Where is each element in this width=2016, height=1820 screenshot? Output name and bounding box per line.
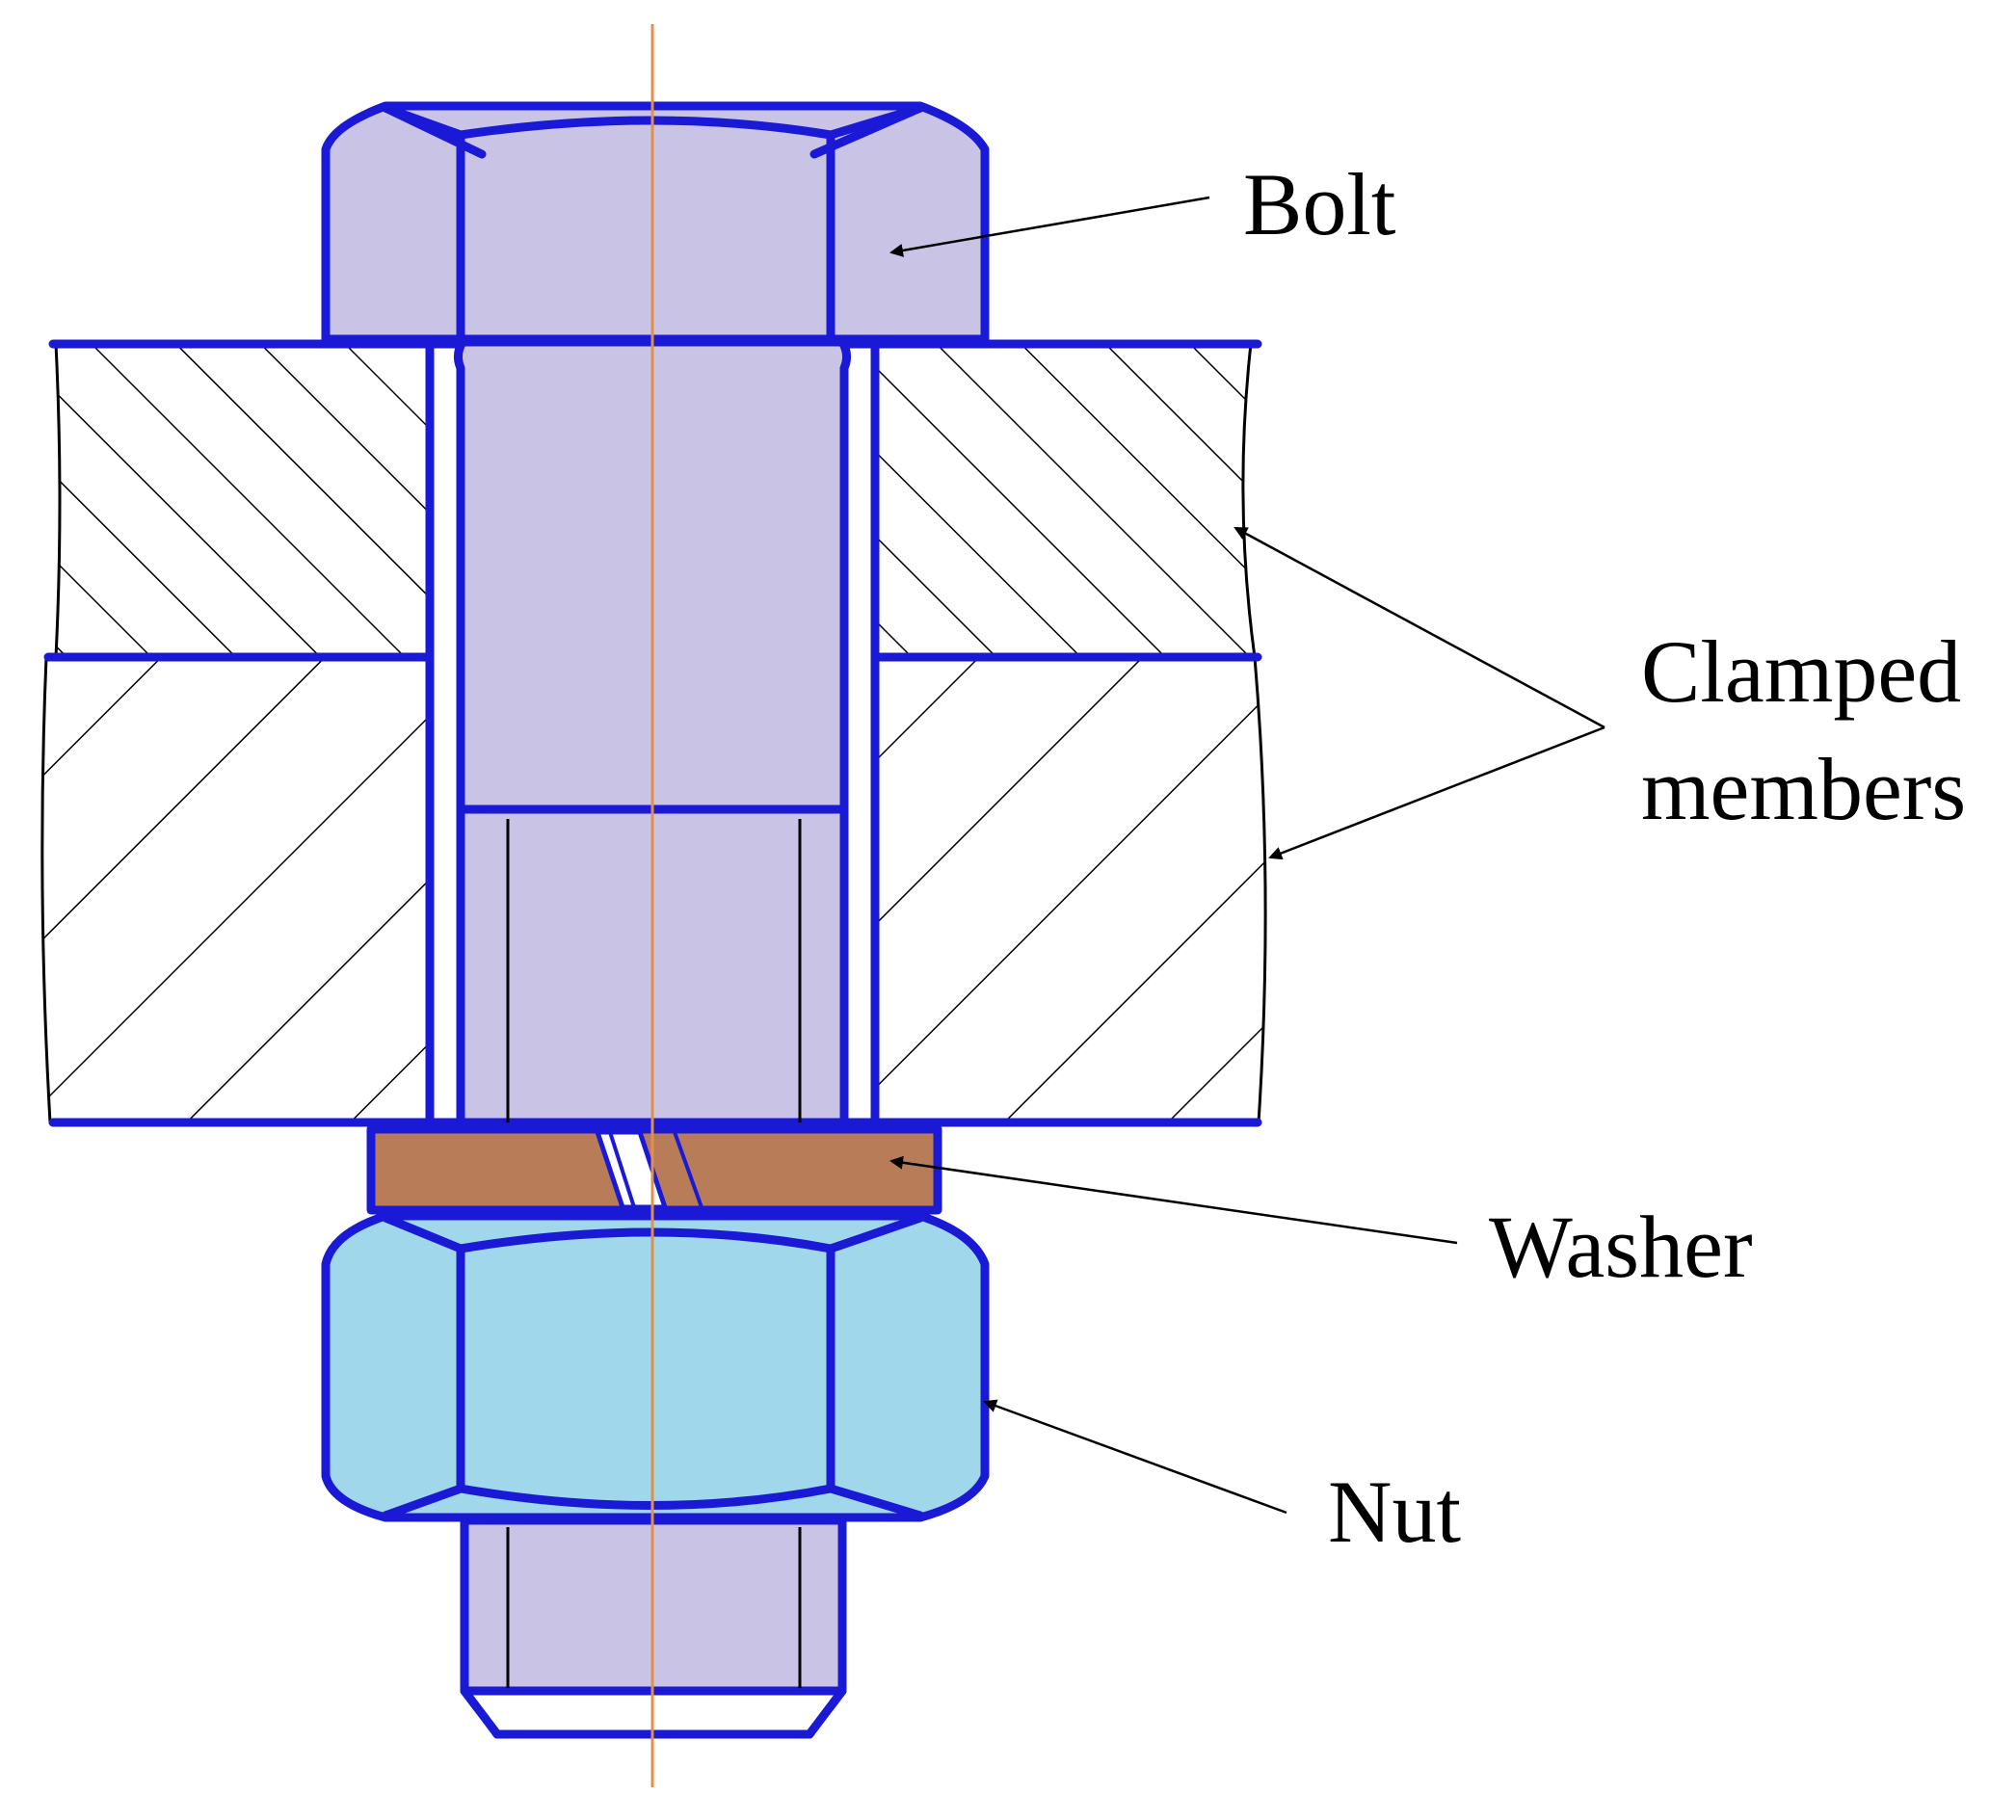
nut-body	[321, 1211, 990, 1522]
bolt-head-facet-left-edge	[381, 103, 487, 159]
bolt-head	[321, 101, 990, 344]
nut-chamfer-top	[381, 1213, 925, 1253]
washer-split-line-2	[673, 1131, 703, 1208]
washer-label: Washer	[1489, 1198, 1753, 1296]
upper-plate-left	[54, 342, 432, 659]
clamped-leader-upper	[1233, 526, 1605, 729]
bolt-head-facet-right-edge	[809, 103, 925, 159]
leader-lines	[889, 196, 1605, 1515]
nut-leader	[983, 1399, 1287, 1515]
bolt-head-chamfer-arc	[381, 103, 925, 140]
clamped-members-label-line2: members	[1641, 740, 1966, 838]
clamped-leader-lower	[1268, 725, 1605, 860]
nut-chamfer-bottom	[381, 1484, 925, 1520]
upper-plate-right	[873, 342, 1257, 659]
lower-plate-left	[40, 655, 432, 1124]
bolt-leader	[889, 196, 1210, 257]
bolt-label: Bolt	[1243, 155, 1396, 253]
washer-split-line-1	[608, 1131, 636, 1208]
clamped-members-label-line1: Clamped	[1641, 622, 1961, 721]
lower-plate-right	[873, 655, 1267, 1124]
nut	[321, 1211, 990, 1522]
bolt-head-body	[321, 101, 990, 344]
washer	[366, 1124, 942, 1215]
nut-label: Nut	[1328, 1463, 1461, 1561]
washer-leader	[889, 1155, 1458, 1245]
